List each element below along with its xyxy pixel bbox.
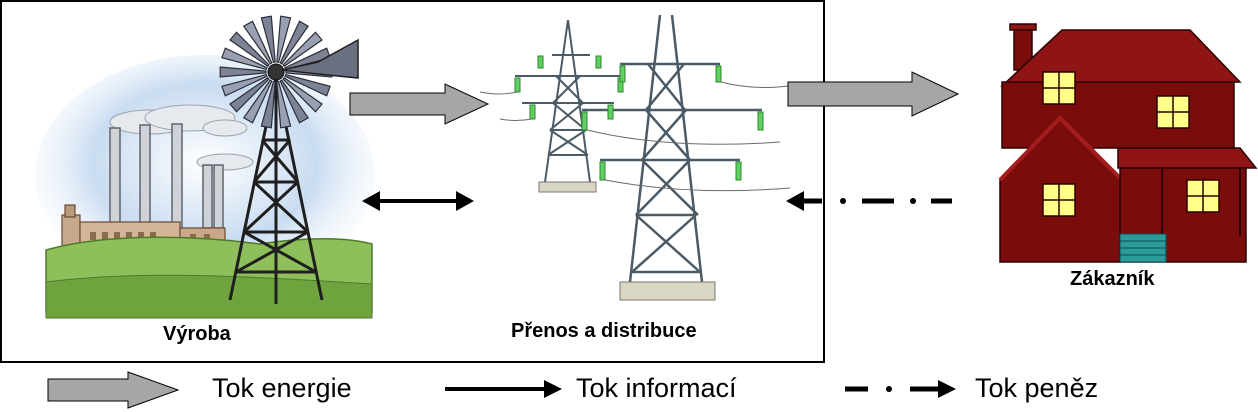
legend-money-label: Tok peněz [975,373,1099,403]
legend-money-symbol [845,380,956,398]
legend-information-label: Tok informací [576,373,737,403]
production-illustration [35,15,375,319]
windmill-blade [282,31,323,68]
customer-label: Zákazník [1070,268,1155,290]
windmill-blade [282,76,323,113]
windmill-blade [221,47,268,71]
legend-energy-symbol [47,371,180,409]
windmill-blade [242,20,273,65]
energy-flow-arrow-transmission-to-customer [787,71,960,117]
customer-house-illustration [998,23,1258,263]
windmill-blade [279,20,310,65]
legend-information-symbol [445,380,562,398]
windmill-blade [242,79,273,124]
windmill-blade [276,15,292,63]
windmill-blade [260,81,276,129]
windmill-blade [276,81,292,129]
transmission-label: Přenos a distribuce [511,320,697,342]
information-flow-arrow-bidirectional [362,191,474,211]
production-label: Výroba [163,323,231,345]
windmill-blade [279,79,310,124]
transmission-pylons-illustration [479,14,801,301]
system-boundary-frame [0,0,825,363]
windmill-blade [221,73,268,97]
money-flow-arrow-customer-to-transmission [786,191,952,211]
energy-flow-arrow-production-to-transmission [349,83,490,125]
windmill-blade [260,15,276,63]
windmill-blade [229,76,270,113]
windmill-blade [229,31,270,68]
windmill-blade [284,73,331,97]
legend-energy-label: Tok energie [212,373,352,403]
windmill-blade [219,66,267,78]
